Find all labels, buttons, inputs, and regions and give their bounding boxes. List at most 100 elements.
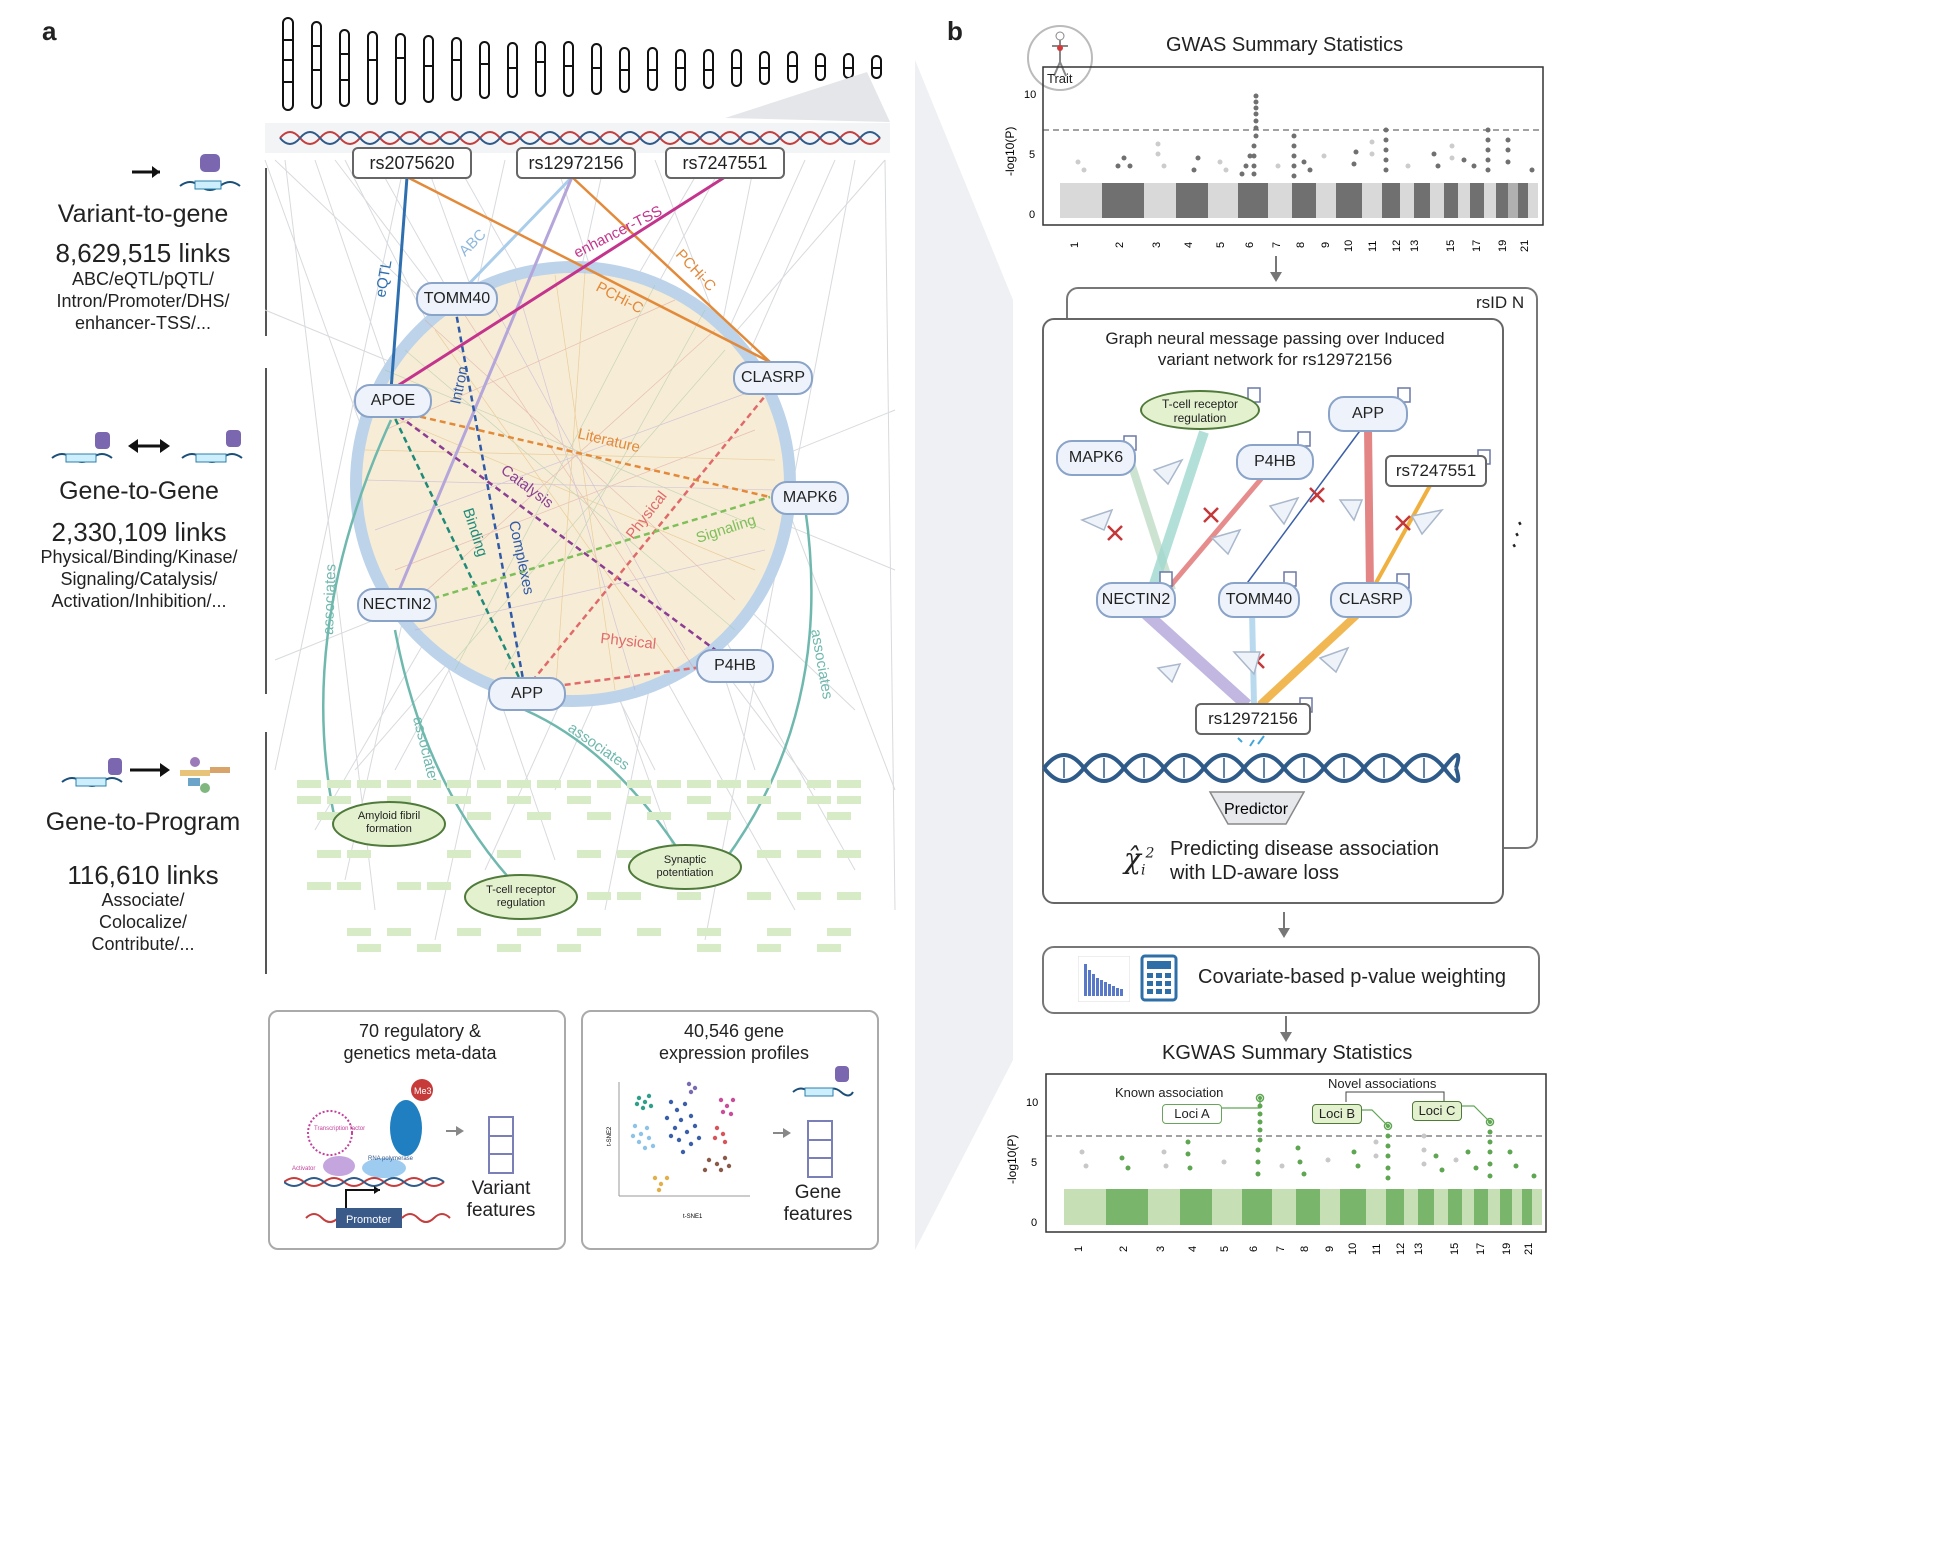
kgwas-xtick-6: 6: [1248, 1246, 1260, 1252]
predict-text-line-2: with LD-aware loss: [1170, 862, 1339, 884]
kgwas-ytick-0: 0: [1031, 1217, 1037, 1229]
gene-to-gene-desc-1: Physical/Binding/Kinase/: [40, 547, 238, 567]
variant-to-gene-count: 8,629,515 links: [55, 238, 231, 268]
variant-box-rs12972156: rs12972156: [516, 147, 636, 179]
kgwas-xtick-7: 7: [1275, 1246, 1287, 1252]
gene-node-clasrp: CLASRP: [733, 361, 813, 395]
gnn-node-tomm40: TOMM40: [1218, 582, 1300, 618]
calculator-icon: [1140, 954, 1178, 1002]
bracket-gene-to-program: [265, 732, 267, 974]
tsne-yaxis-label: t-SNE2: [607, 1126, 613, 1146]
variant-to-gene-desc-3: enhancer-TSS/...: [74, 313, 212, 333]
gwas-xtick-2: 2: [1114, 242, 1126, 248]
tag-rna-polymerase: RNA polymerase: [368, 1156, 414, 1162]
gwas-ylabel: -log10(P): [1003, 127, 1017, 176]
gnn-node-app: APP: [1328, 396, 1408, 432]
gwas-xtick-12: 12: [1391, 240, 1403, 252]
gwas-manhattan-plot: -log10(P) 10 5 0 1 2 3 4 5 6: [1003, 66, 1544, 252]
variant-to-gene-icon: [132, 154, 241, 191]
gene-to-program-title: Gene-to-Program: [45, 808, 241, 836]
gnn-node-nectin2: NECTIN2: [1096, 582, 1176, 618]
gnn-diagram: Predictor: [1042, 387, 1491, 825]
arrow-gnn-to-weighting: [1278, 912, 1290, 938]
arrow-gwas-to-gnn: [1270, 256, 1282, 282]
gwas-xtick-13: 13: [1409, 240, 1421, 252]
panel-b-letter: b: [947, 16, 963, 46]
kgwas-manhattan-plot: -log10(P) 10 5 0 1 2 3 4: [1005, 1073, 1547, 1255]
edge-label-eqtl: eQTL: [372, 259, 395, 299]
gene-node-tomm40: TOMM40: [416, 282, 498, 316]
kgwas-xtick-11: 11: [1371, 1244, 1383, 1255]
gwas-xtick-1: 1: [1069, 242, 1081, 248]
known-association-label: Known association: [1115, 1085, 1224, 1100]
edge-label-associates-4: associates: [807, 628, 836, 701]
gwas-xtick-15: 15: [1445, 240, 1457, 252]
program-blocks: [297, 780, 861, 952]
gene-node-nectin2: NECTIN2: [357, 588, 437, 622]
kgwas-xtick-15: 15: [1449, 1243, 1461, 1255]
loci-c-label: Loci C: [1412, 1101, 1462, 1121]
edge-label-abc: ABC: [456, 226, 490, 260]
gwas-xtick-21: 21: [1519, 240, 1531, 252]
gnn-node-mapk6: MAPK6: [1056, 440, 1136, 476]
tag-transcription-factor: Transcription factor: [314, 1126, 365, 1132]
gene-features-label: Gene features: [783, 1182, 853, 1225]
arrow-to-variant-features: [446, 1126, 464, 1136]
gene-to-gene-title: Gene-to-Gene: [59, 477, 219, 505]
gwas-title: GWAS Summary Statistics: [1166, 34, 1404, 56]
gene-to-gene-desc-2: Signaling/Catalysis/: [60, 569, 218, 589]
gene-node-mapk6: MAPK6: [771, 481, 849, 515]
loci-b-label: Loci B: [1312, 1104, 1362, 1124]
gnn-node-rs12972156: rs12972156: [1195, 703, 1311, 735]
edge-label-physical-2: Physical: [600, 630, 657, 653]
gene-icon-small: [792, 1066, 854, 1097]
arrow-weighting-to-kgwas: [1280, 1016, 1292, 1042]
gene-to-program-icon: [61, 757, 230, 793]
gwas-xtick-19: 19: [1497, 240, 1509, 252]
variant-box-rs2075620: rs2075620: [352, 147, 472, 179]
variant-features-box: 70 regulatory & genetics meta-data Trans…: [268, 1010, 566, 1250]
gwas-xtick-8: 8: [1295, 242, 1307, 248]
kgwas-xtick-3: 3: [1155, 1246, 1167, 1252]
bracket-gene-to-gene: [265, 368, 267, 694]
kgwas-xtick-13: 13: [1413, 1243, 1425, 1255]
variant-box-rs7247551: rs7247551: [665, 147, 785, 179]
variant-to-gene-title: Variant-to-gene: [57, 200, 229, 228]
gwas-xtick-4: 4: [1183, 242, 1195, 248]
gwas-xtick-10: 10: [1343, 240, 1355, 252]
gwas-xtick-6: 6: [1244, 242, 1256, 248]
edge-label-pchic-1: PCHi-C: [672, 246, 719, 295]
gene-to-gene-count: 2,330,109 links: [51, 517, 227, 547]
tag-me3: Me3: [414, 1086, 432, 1096]
kgwas-xtick-5: 5: [1219, 1246, 1231, 1252]
predictor-label: Predictor: [1224, 801, 1289, 818]
gwas-xtick-3: 3: [1151, 242, 1163, 248]
gwas-xtick-9: 9: [1320, 242, 1332, 248]
chi-hat-base: χ̂: [1124, 842, 1141, 875]
variant-features-title: 70 regulatory & genetics meta-data: [343, 1021, 497, 1063]
gwas-xtick-7: 7: [1271, 242, 1283, 248]
gwas-xtick-5: 5: [1215, 242, 1227, 248]
bracket-variant-to-gene: [265, 168, 267, 336]
gnn-node-t-cell-receptor-regulation: T-cell receptor regulation: [1140, 390, 1260, 430]
kgwas-xtick-2: 2: [1118, 1246, 1130, 1252]
gene-to-program-desc-2: Colocalize/: [98, 912, 188, 932]
gene-node-p4hb: P4HB: [696, 649, 774, 683]
gwas-ytick-10: 10: [1024, 89, 1036, 101]
tsne-scatter: t-SNE2 t-SNE1: [607, 1081, 750, 1220]
tsne-xaxis-label: t-SNE1: [683, 1214, 703, 1220]
kgwas-xtick-17: 17: [1475, 1243, 1487, 1255]
gene-node-app: APP: [488, 677, 566, 711]
gene-to-gene-icon: [51, 430, 243, 463]
kgwas-ytick-5: 5: [1031, 1157, 1037, 1169]
kgwas-ytick-10: 10: [1026, 1097, 1038, 1109]
variant-feature-vector-icon: [488, 1116, 514, 1174]
trait-icon: [1027, 25, 1093, 91]
program-t-cell-receptor-regulation: T-cell receptor regulation: [486, 884, 556, 909]
gene-to-program-count: 116,610 links: [67, 860, 219, 890]
histogram-icon: [1078, 956, 1130, 1002]
knowledge-graph-diagram: eQTL ABC enhancer-TSS PCHi-C PCHi-C Intr…: [264, 17, 896, 952]
chi-hat-symbol: χ̂i2: [1124, 842, 1155, 879]
weighting-text: Covariate-based p-value weighting: [1198, 966, 1506, 988]
regulatory-illustration: Transcription factor Activator RNA polym…: [284, 1079, 451, 1228]
